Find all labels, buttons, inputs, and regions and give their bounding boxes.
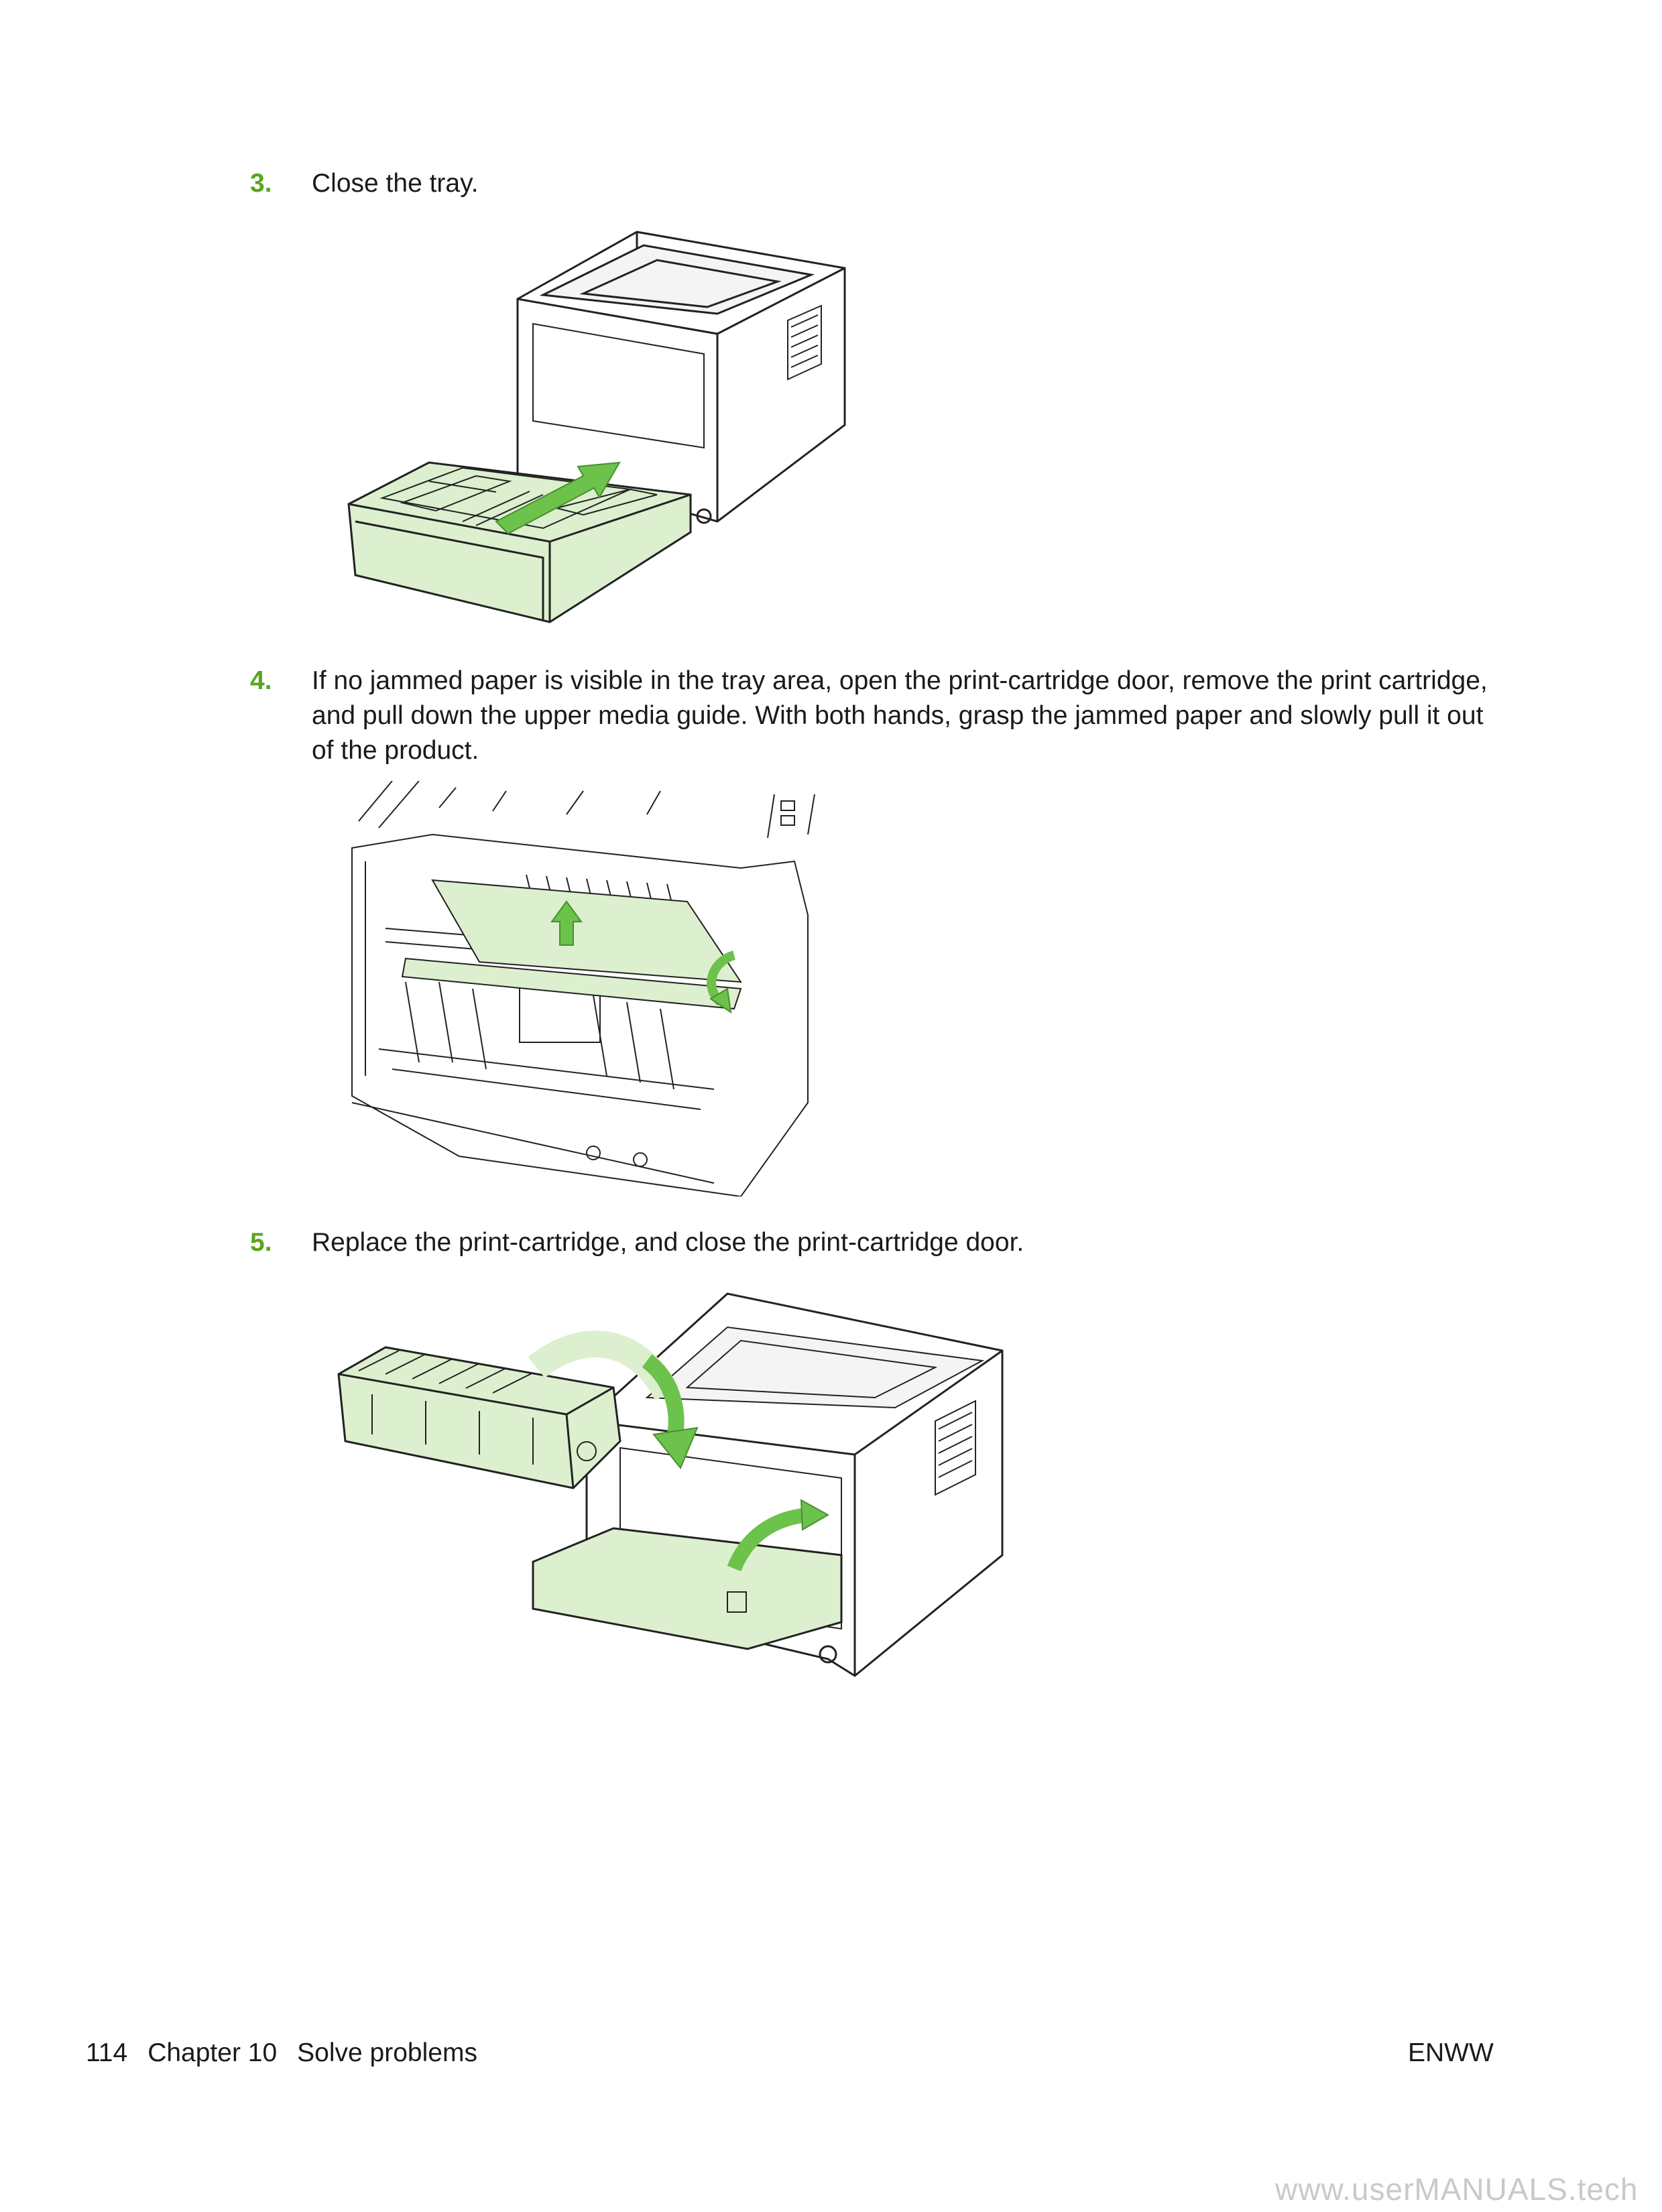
step-4-text: If no jammed paper is visible in the tra…	[312, 666, 1488, 765]
jammed-paper-illustration	[339, 781, 888, 1196]
step-3-text: Close the tray.	[312, 169, 479, 198]
step-5-number: 5.	[250, 1228, 272, 1257]
step-3-number: 3.	[250, 169, 272, 198]
watermark: www.userMANUALS.tech	[1275, 2172, 1639, 2207]
page-number: 114	[86, 2038, 128, 2067]
step-4-number: 4.	[250, 666, 272, 695]
close-tray-illustration	[342, 227, 851, 633]
replace-cartridge-illustration	[332, 1287, 1009, 1689]
section-title: Solve problems	[297, 2038, 477, 2067]
chapter-label: Chapter 10	[147, 2038, 278, 2067]
step-5-text: Replace the print-cartridge, and close t…	[312, 1228, 1024, 1257]
page-footer-right: ENWW	[1408, 2038, 1494, 2067]
page-footer-left: 114 Chapter 10 Solve problems	[86, 2036, 497, 2071]
